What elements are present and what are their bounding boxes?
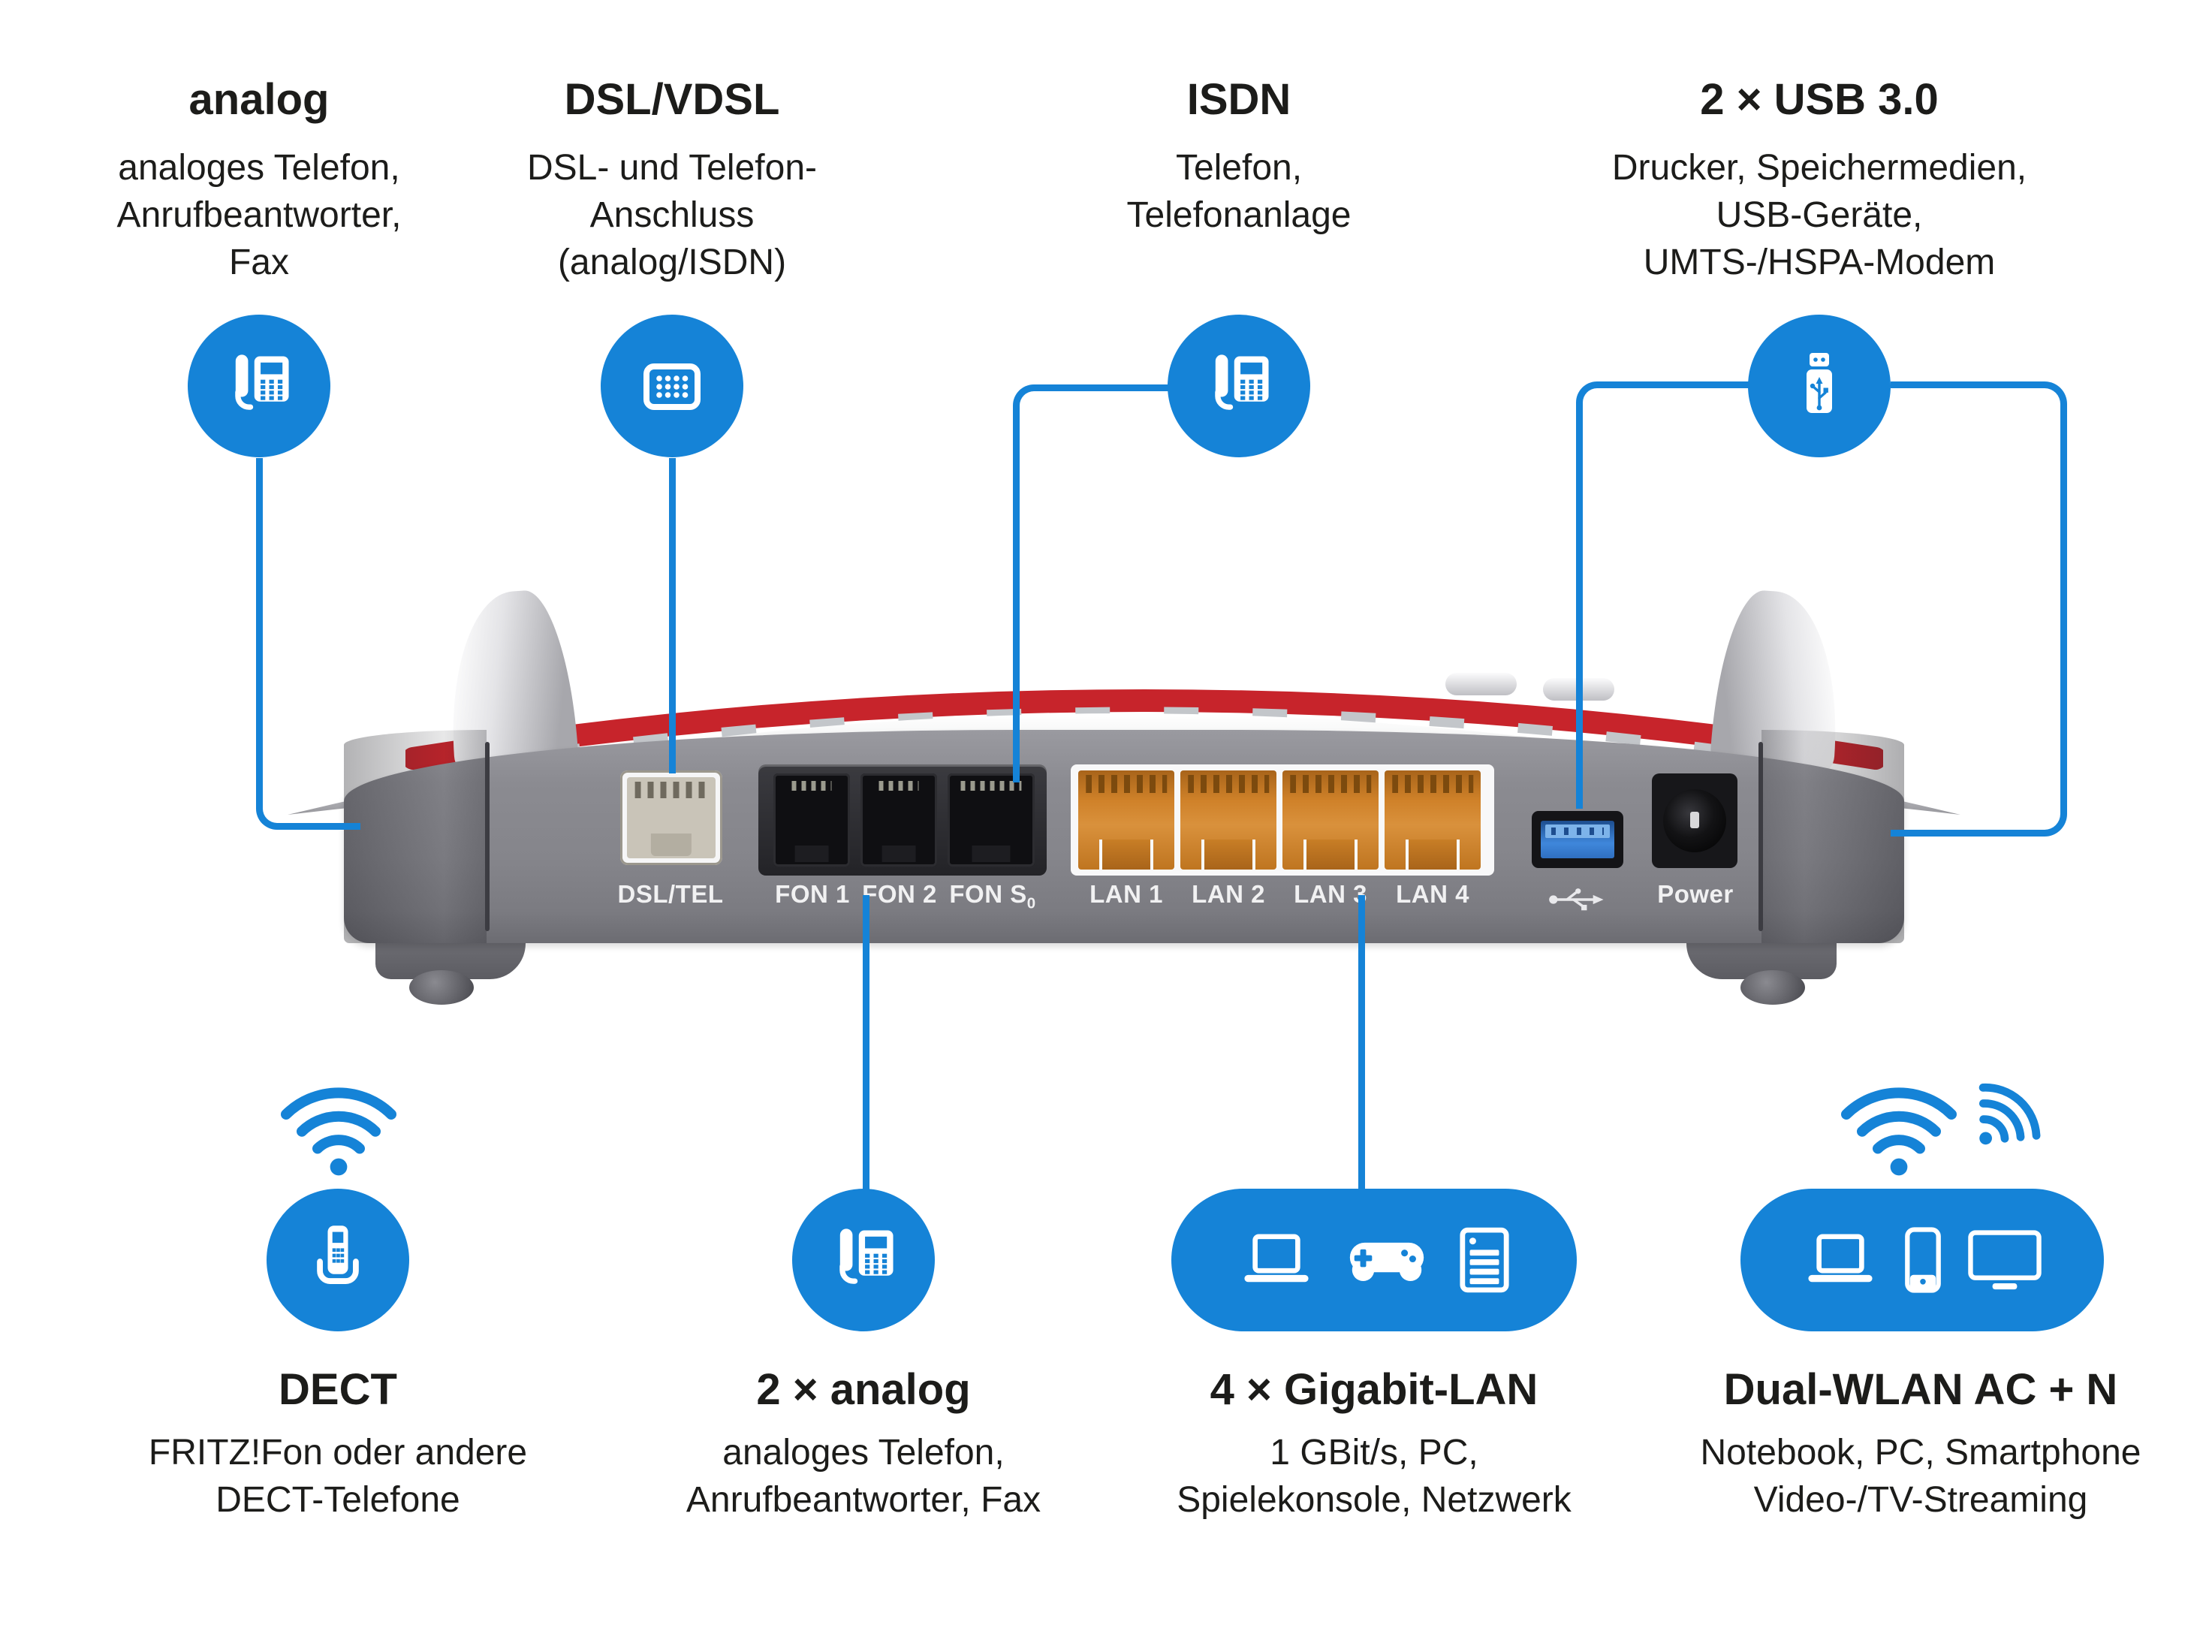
router-red-stripe bbox=[405, 689, 1883, 771]
port-label-lan3: LAN 3 bbox=[1294, 880, 1367, 908]
desc-line: Anschluss bbox=[589, 195, 755, 235]
desc-line: Drucker, Speichermedien, bbox=[1611, 148, 2027, 188]
dsl-bubble bbox=[601, 315, 743, 457]
usb-bubble bbox=[1748, 315, 1891, 457]
router-foot-knob-left bbox=[409, 970, 474, 1005]
callout-line-dsl bbox=[669, 458, 676, 773]
callout-gigabit-desc: 1 GBit/s, PC, Spielekonsole, Netzwerk bbox=[1081, 1429, 1667, 1524]
dual-wlan-pill bbox=[1740, 1189, 2104, 1331]
desc-line: Anrufbeantworter, Fax bbox=[686, 1480, 1041, 1520]
router-side-divider-right bbox=[1758, 742, 1763, 931]
lan2-port bbox=[1180, 770, 1276, 870]
callout-line-fon-analog bbox=[863, 895, 869, 1191]
router-top-button bbox=[1445, 673, 1517, 695]
port-label-lan1: LAN 1 bbox=[1089, 880, 1163, 908]
desk-phone-icon bbox=[1200, 347, 1278, 425]
desk-phone-icon bbox=[824, 1221, 903, 1299]
port-label-fon-s0: FON S0 bbox=[949, 880, 1036, 912]
callout-line-usb-left bbox=[1576, 381, 1755, 809]
desk-phone-icon bbox=[220, 347, 298, 425]
desc-line: UMTS-/HSPA-Modem bbox=[1643, 243, 1996, 282]
dect-bubble bbox=[267, 1189, 409, 1331]
port-label-lan4: LAN 4 bbox=[1396, 880, 1469, 908]
callout-wlan-desc: Notebook, PC, Smartphone Video-/TV-Strea… bbox=[1628, 1429, 2212, 1524]
lan1-port bbox=[1078, 770, 1174, 870]
fon-s0-port bbox=[948, 773, 1035, 867]
callout-line-isdn bbox=[1013, 384, 1174, 782]
callout-usb-desc: Drucker, Speichermedien, USB-Geräte, UMT… bbox=[1579, 144, 2060, 286]
tv-icon bbox=[1966, 1228, 2043, 1292]
desc-line: DSL- und Telefon- bbox=[526, 148, 817, 188]
laptop-icon bbox=[1237, 1232, 1315, 1288]
port-label-dsl-tel: DSL/TEL bbox=[617, 880, 724, 908]
router-side-panel-left bbox=[344, 730, 487, 943]
fon1-port bbox=[773, 773, 850, 867]
port-label-fon2: FON 2 bbox=[862, 880, 937, 908]
desc-line: Fax bbox=[228, 243, 289, 282]
fon2-port bbox=[860, 773, 937, 867]
callout-isdn-title: ISDN bbox=[1186, 75, 1291, 124]
callout-dect-desc: FRITZ!Fon oder andere DECT-Telefone bbox=[45, 1429, 631, 1524]
router-side-divider-left bbox=[485, 742, 490, 931]
callout-line-usb-right bbox=[1891, 381, 2067, 837]
server-icon bbox=[1458, 1226, 1511, 1294]
usb-trident-icon bbox=[1549, 888, 1604, 911]
gigabit-lan-pill bbox=[1171, 1189, 1577, 1331]
lan3-port bbox=[1282, 770, 1379, 870]
desc-line: Spielekonsole, Netzwerk bbox=[1177, 1480, 1572, 1520]
desc-line: analoges Telefon, bbox=[722, 1433, 1005, 1473]
desc-line: Telefonanlage bbox=[1126, 195, 1352, 235]
desc-line: Notebook, PC, Smartphone bbox=[1700, 1433, 2141, 1473]
callout-isdn-desc: Telefon, Telefonanlage bbox=[999, 144, 1479, 239]
lan-port-panel bbox=[1071, 764, 1494, 876]
callout-usb-title: 2 × USB 3.0 bbox=[1700, 75, 1939, 124]
callout-dsl-desc: DSL- und Telefon- Anschluss (analog/ISDN… bbox=[432, 144, 912, 286]
wifi-icon bbox=[281, 1087, 396, 1176]
callout-dect-title: DECT bbox=[279, 1365, 397, 1414]
laptop-icon bbox=[1801, 1232, 1879, 1288]
wifi-icon bbox=[1841, 1087, 1957, 1176]
gamepad-icon bbox=[1343, 1234, 1431, 1287]
isdn-bubble bbox=[1168, 315, 1310, 457]
fon-port-group bbox=[758, 764, 1047, 876]
smartphone-icon bbox=[1902, 1226, 1944, 1294]
callout-wlan-title: Dual-WLAN AC + N bbox=[1723, 1365, 2118, 1414]
callout-analog-title: analog bbox=[188, 75, 330, 124]
callout-line-analog bbox=[256, 458, 360, 830]
router-foot-knob-right bbox=[1740, 970, 1805, 1005]
dsl-socket-icon bbox=[634, 348, 710, 424]
port-label-fon1: FON 1 bbox=[775, 880, 850, 908]
desc-line: (analog/ISDN) bbox=[557, 243, 787, 282]
lan4-port bbox=[1385, 770, 1481, 870]
callout-analog2-desc: analoges Telefon, Anrufbeantworter, Fax bbox=[571, 1429, 1156, 1524]
usb-stick-icon bbox=[1782, 347, 1857, 425]
desc-line: Anrufbeantworter, bbox=[116, 195, 402, 235]
desc-line: DECT-Telefone bbox=[215, 1480, 460, 1520]
desc-line: FRITZ!Fon oder andere bbox=[148, 1433, 528, 1473]
analog2-bubble bbox=[792, 1189, 935, 1331]
wifi-icon-small bbox=[1978, 1083, 2041, 1145]
callout-line-lan-gigabit bbox=[1358, 895, 1365, 1191]
desc-line: 1 GBit/s, PC, bbox=[1270, 1433, 1478, 1473]
port-label-power: Power bbox=[1657, 880, 1734, 908]
callout-dsl-title: DSL/VDSL bbox=[564, 75, 780, 124]
power-port bbox=[1652, 773, 1737, 868]
callout-analog-desc: analoges Telefon, Anrufbeantworter, Fax bbox=[19, 144, 499, 286]
port-label-lan2: LAN 2 bbox=[1192, 880, 1265, 908]
dsl-tel-port bbox=[620, 770, 722, 865]
callout-analog2-title: 2 × analog bbox=[756, 1365, 971, 1414]
analog-bubble bbox=[188, 315, 330, 457]
desc-line: USB-Geräte, bbox=[1716, 195, 1923, 235]
desc-line: Telefon, bbox=[1175, 148, 1303, 188]
router-side-panel-right bbox=[1761, 730, 1904, 943]
usb-port bbox=[1532, 811, 1623, 868]
desc-line: analoges Telefon, bbox=[118, 148, 400, 188]
callout-gigabit-title: 4 × Gigabit-LAN bbox=[1210, 1365, 1538, 1414]
desc-line: Video-/TV-Streaming bbox=[1753, 1480, 2088, 1520]
dect-handset-icon bbox=[299, 1221, 377, 1299]
